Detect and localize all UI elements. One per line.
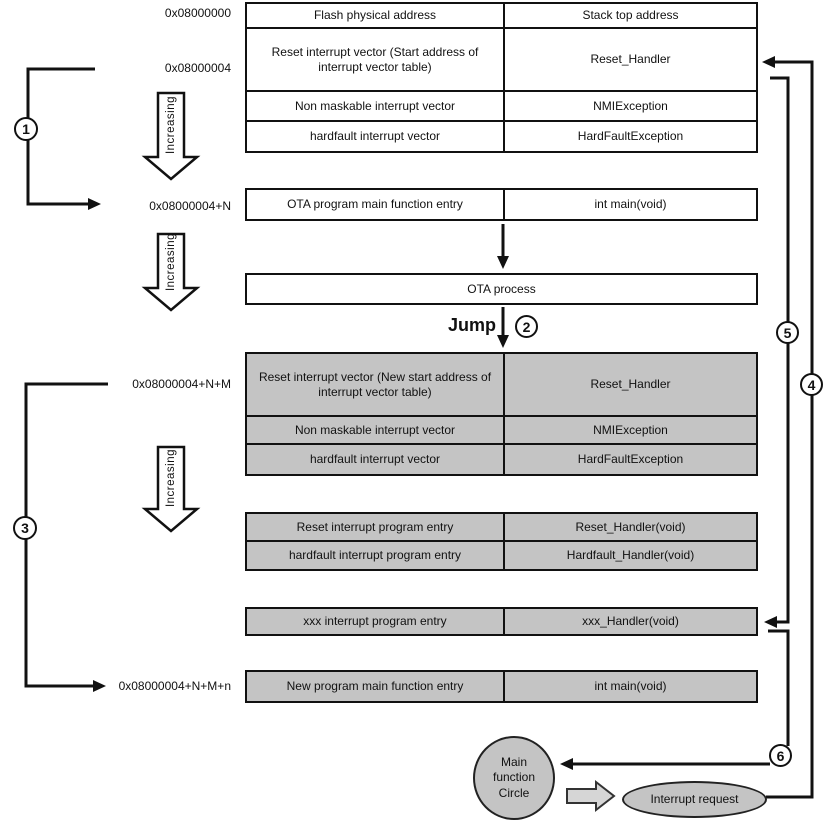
table-row: xxx interrupt program entry xxx_Handler(… — [247, 609, 756, 634]
address-flash-base: 0x08000000 — [164, 6, 231, 20]
step1-arrowhead — [88, 198, 101, 210]
step-number-5: 5 — [776, 321, 799, 344]
step6-arrowhead — [560, 758, 573, 770]
cell-new-int-main: int main(void) — [505, 672, 756, 701]
cell-new-hardfault-vector: hardfault interrupt vector — [247, 445, 505, 474]
new-vector-table: Reset interrupt vector (New start addres… — [245, 352, 758, 476]
cell-nmi-exception: NMIException — [505, 92, 756, 120]
cell-hardfault-exception: HardFaultException — [505, 122, 756, 151]
ota-process-box: OTA process — [245, 273, 758, 305]
step6-line-vertical — [768, 629, 790, 746]
step4-line — [766, 60, 814, 799]
cell-ota-process: OTA process — [247, 275, 756, 303]
step-number-6: 6 — [769, 744, 792, 767]
cell-flash-physical-address: Flash physical address — [247, 4, 505, 27]
interrupt-request-block-arrow — [566, 779, 616, 813]
step3-bracket-line — [24, 382, 108, 688]
table-row: Reset interrupt vector (Start address of… — [247, 29, 756, 92]
address-ota-entry: 0x08000004+N — [149, 199, 231, 213]
table-row: Reset interrupt program entry Reset_Hand… — [247, 514, 756, 542]
step-number-1: 1 — [14, 117, 38, 141]
table-row: Non maskable interrupt vector NMIExcepti… — [247, 92, 756, 122]
step5-arrowhead — [764, 616, 777, 628]
cell-hardfault-handler-void: Hardfault_Handler(void) — [505, 542, 756, 569]
step-number-2: 2 — [515, 315, 538, 338]
cell-reset-handler: Reset_Handler — [505, 29, 756, 90]
table-row: New program main function entry int main… — [247, 672, 756, 701]
step-number-4: 4 — [800, 373, 823, 396]
step3-arrowhead — [93, 680, 106, 692]
cell-hardfault-vector: hardfault interrupt vector — [247, 122, 505, 151]
ota-entry-table: OTA program main function entry int main… — [245, 188, 758, 221]
increasing-arrow-1 — [141, 91, 201, 181]
boot-vector-table: Flash physical address Stack top address… — [245, 2, 758, 153]
increasing-arrow-2 — [141, 232, 201, 312]
cell-nmi-vector: Non maskable interrupt vector — [247, 92, 505, 120]
cell-xxx-program-entry: xxx interrupt program entry — [247, 609, 505, 634]
table-row: Reset interrupt vector (New start addres… — [247, 354, 756, 417]
cell-reset-handler-void: Reset_Handler(void) — [505, 514, 756, 540]
cell-int-main: int main(void) — [505, 190, 756, 219]
table-row: hardfault interrupt vector HardFaultExce… — [247, 445, 756, 474]
cell-new-nmi-vector: Non maskable interrupt vector — [247, 417, 505, 443]
table-row: OTA program main function entry int main… — [247, 190, 756, 219]
cell-new-main-entry: New program main function entry — [247, 672, 505, 701]
cell-new-reset-handler: Reset_Handler — [505, 354, 756, 415]
table-row: hardfault interrupt program entry Hardfa… — [247, 542, 756, 569]
cell-new-hardfault-exception: HardFaultException — [505, 445, 756, 474]
cell-new-reset-vector: Reset interrupt vector (New start addres… — [247, 354, 505, 415]
step4-arrowhead — [762, 56, 775, 68]
main-to-ota-arrowhead — [497, 256, 509, 269]
step-number-3: 3 — [13, 516, 37, 540]
step5-line — [770, 76, 790, 624]
program-entries-table: Reset interrupt program entry Reset_Hand… — [245, 512, 758, 571]
cell-hardfault-program-entry: hardfault interrupt program entry — [247, 542, 505, 569]
cell-new-nmi-exception: NMIException — [505, 417, 756, 443]
cell-reset-interrupt-vector: Reset interrupt vector (Start address of… — [247, 29, 505, 90]
jump-arrowhead — [497, 335, 509, 348]
increasing-label-1: Increasing — [165, 95, 177, 155]
table-row: hardfault interrupt vector HardFaultExce… — [247, 122, 756, 151]
cell-stack-top-address: Stack top address — [505, 4, 756, 27]
main-function-circle: Main function Circle — [473, 736, 555, 820]
cell-xxx-handler-void: xxx_Handler(void) — [505, 609, 756, 634]
table-row: Flash physical address Stack top address — [247, 4, 756, 29]
address-new-main-entry: 0x08000004+N+M+n — [118, 679, 231, 693]
address-vector-start: 0x08000004 — [164, 61, 231, 75]
table-row: Non maskable interrupt vector NMIExcepti… — [247, 417, 756, 445]
table-row: OTA process — [247, 275, 756, 303]
cell-ota-main-entry: OTA program main function entry — [247, 190, 505, 219]
address-new-vector: 0x08000004+N+M — [132, 377, 231, 391]
jump-label: Jump — [447, 315, 496, 335]
step1-bracket-line — [26, 67, 95, 206]
increasing-label-2: Increasing — [165, 232, 177, 292]
new-main-entry-table: New program main function entry int main… — [245, 670, 758, 703]
xxx-entry-table: xxx interrupt program entry xxx_Handler(… — [245, 607, 758, 636]
increasing-arrow-3 — [141, 445, 201, 533]
cell-reset-program-entry: Reset interrupt program entry — [247, 514, 505, 540]
interrupt-request-ellipse: Interrupt request — [622, 781, 767, 818]
increasing-label-3: Increasing — [165, 448, 177, 508]
